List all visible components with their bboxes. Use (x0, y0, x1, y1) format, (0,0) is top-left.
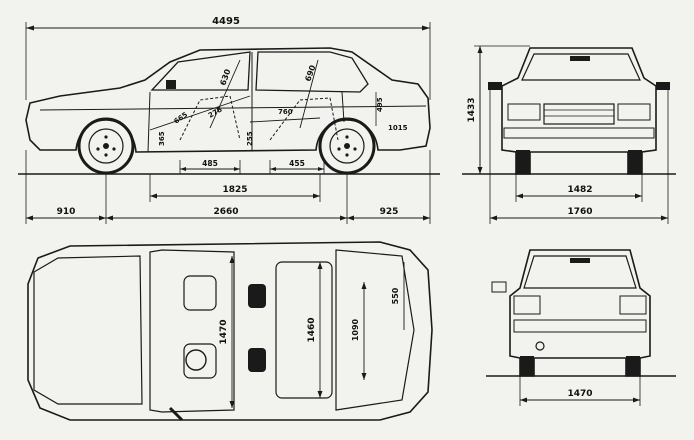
plan-front-left-seat (183, 275, 217, 311)
side-diag-c (299, 59, 319, 129)
side-rear-door-edge (341, 91, 345, 123)
label-rear-track: 1470 (567, 389, 592, 399)
label-side-a: 630 (218, 68, 232, 87)
label-rear-overhang: 925 (380, 207, 399, 217)
rear-third-brake-light (570, 258, 590, 263)
rear-wheel (318, 117, 376, 175)
label-front-overhang: 910 (57, 207, 76, 217)
rear-left-mirror (491, 281, 507, 293)
label-height: 1433 (467, 97, 477, 122)
rear-left-lamp (513, 295, 541, 315)
side-rear-window (255, 51, 369, 93)
side-view: 630 690 278 760 665 365 255 495 1015 (18, 47, 440, 175)
rear-exhaust (535, 341, 545, 351)
front-right-mirror (656, 82, 670, 90)
label-wheelbase: 2660 (213, 207, 238, 217)
label-door-window-height: 495 (376, 97, 384, 112)
label-width: 1760 (567, 207, 592, 217)
plan-windshield-frame (149, 249, 235, 413)
plan-body-outline (27, 241, 433, 421)
front-grille (543, 103, 615, 125)
front-right-tyre (628, 150, 642, 174)
rear-left-tyre (520, 356, 534, 376)
label-interior-length: 1825 (222, 185, 247, 195)
front-bumper (503, 127, 655, 139)
label-front-track: 1482 (567, 185, 592, 195)
label-plan-rear-width: 1460 (307, 317, 317, 342)
rear-right-tyre (626, 356, 640, 376)
label-trunk-height: 1015 (388, 124, 408, 132)
front-wheel (77, 117, 135, 175)
plan-headrest-left (248, 284, 266, 308)
side-front-seat (179, 95, 241, 141)
plan-view: 1470 1460 1090 550 (27, 241, 433, 422)
side-diag-b (209, 59, 241, 129)
rear-right-lamp (619, 295, 647, 315)
label-overall-length: 4495 (212, 16, 240, 27)
front-right-headlamp (617, 103, 651, 121)
plan-rear-bench (275, 261, 333, 399)
side-front-door-edge (147, 91, 151, 153)
plan-trunk (335, 249, 415, 411)
rear-window (523, 255, 637, 289)
label-side-d: 760 (278, 108, 293, 116)
rear-bumper (513, 319, 647, 333)
label-side-b: 690 (303, 64, 317, 83)
label-plan-trunk-width: 1090 (351, 318, 360, 341)
label-side-e: 665 (173, 111, 190, 126)
label-rear-seat-depth: 455 (289, 159, 305, 168)
plan-hood (33, 255, 143, 405)
front-left-headlamp (507, 103, 541, 121)
label-side-f: 365 (158, 131, 166, 146)
plan-front-right-seat (183, 343, 217, 379)
side-diag-d (249, 117, 321, 123)
front-view: 1433 1482 1760 (462, 45, 676, 224)
side-dimensions: 4495 485 455 1825 910 2660 925 (25, 16, 431, 224)
front-left-tyre (516, 150, 530, 174)
front-left-mirror (488, 82, 502, 90)
side-mirror (166, 80, 176, 89)
front-mirror-interior (570, 56, 590, 61)
plan-door-handle (168, 406, 184, 422)
side-front-window (150, 51, 251, 91)
plan-headrest-right (248, 348, 266, 372)
front-windshield (521, 53, 641, 81)
label-side-g: 255 (246, 131, 254, 146)
label-front-seat-depth: 485 (202, 159, 218, 168)
label-plan-front-width: 1470 (219, 319, 229, 344)
plan-steering-wheel (185, 349, 207, 371)
side-body-outline (25, 47, 431, 153)
side-diag-a (149, 95, 251, 131)
label-plan-side: 550 (391, 287, 400, 304)
rear-view: 1470 (486, 249, 676, 406)
label-side-c: 278 (207, 105, 224, 119)
